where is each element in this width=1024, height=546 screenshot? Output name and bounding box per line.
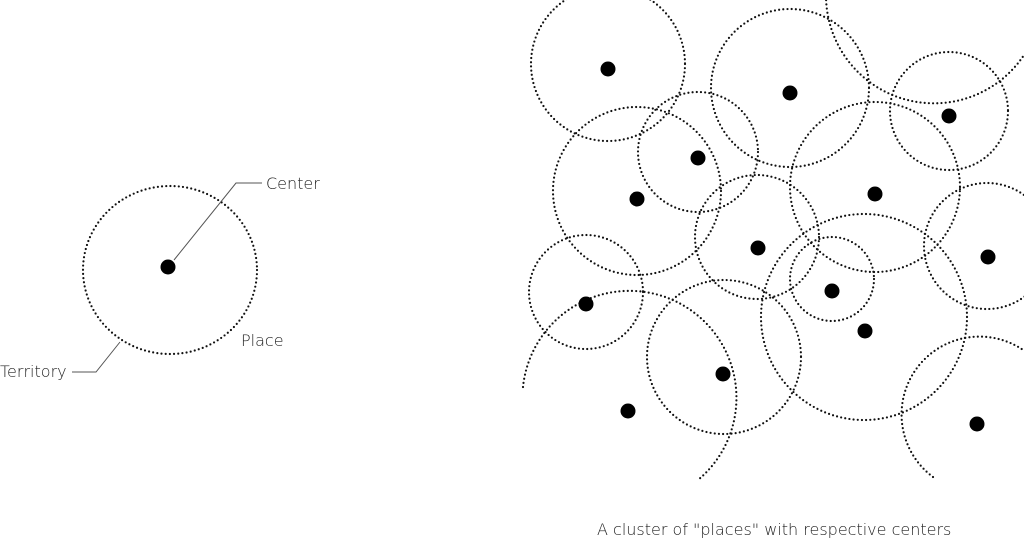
place-territory-arc	[521, 289, 738, 482]
center-dot	[620, 403, 636, 419]
center-dot	[867, 186, 883, 202]
center-dot	[690, 150, 706, 166]
place-territory	[788, 100, 962, 274]
center-dot	[782, 85, 798, 101]
center-dot	[715, 366, 731, 382]
place-territory	[788, 235, 876, 323]
center-dot	[969, 416, 985, 432]
place-territory	[759, 212, 969, 422]
center-dot	[750, 240, 766, 256]
place-territory	[693, 173, 821, 301]
place-territory	[709, 7, 871, 169]
place-cluster	[521, 0, 1024, 482]
cluster-caption: A cluster of "places" with respective ce…	[597, 520, 952, 539]
center-leader-line	[173, 182, 262, 261]
place-territory-arc	[825, 0, 1024, 105]
center-dot	[160, 259, 176, 275]
place-territory	[529, 0, 687, 143]
place-territory	[636, 90, 760, 214]
center-dot	[600, 61, 616, 77]
single-place	[72, 182, 262, 373]
territory-boundary	[81, 184, 259, 356]
place-territory	[922, 181, 1024, 311]
center-label: Center	[266, 174, 320, 193]
center-dot	[857, 323, 873, 339]
center-dot	[941, 108, 957, 124]
place-label: Place	[241, 331, 284, 350]
center-dot	[578, 296, 594, 312]
place-territory	[645, 278, 803, 436]
place-territory	[527, 233, 645, 351]
territory-label: Territory	[0, 362, 67, 381]
center-dot	[629, 191, 645, 207]
place-territory-arc	[900, 335, 1024, 479]
center-dots	[578, 61, 996, 432]
territory-leader-line	[72, 341, 121, 373]
place-territory	[888, 50, 1010, 172]
place-territory	[551, 105, 723, 277]
center-dot	[980, 249, 996, 265]
center-dot	[824, 283, 840, 299]
